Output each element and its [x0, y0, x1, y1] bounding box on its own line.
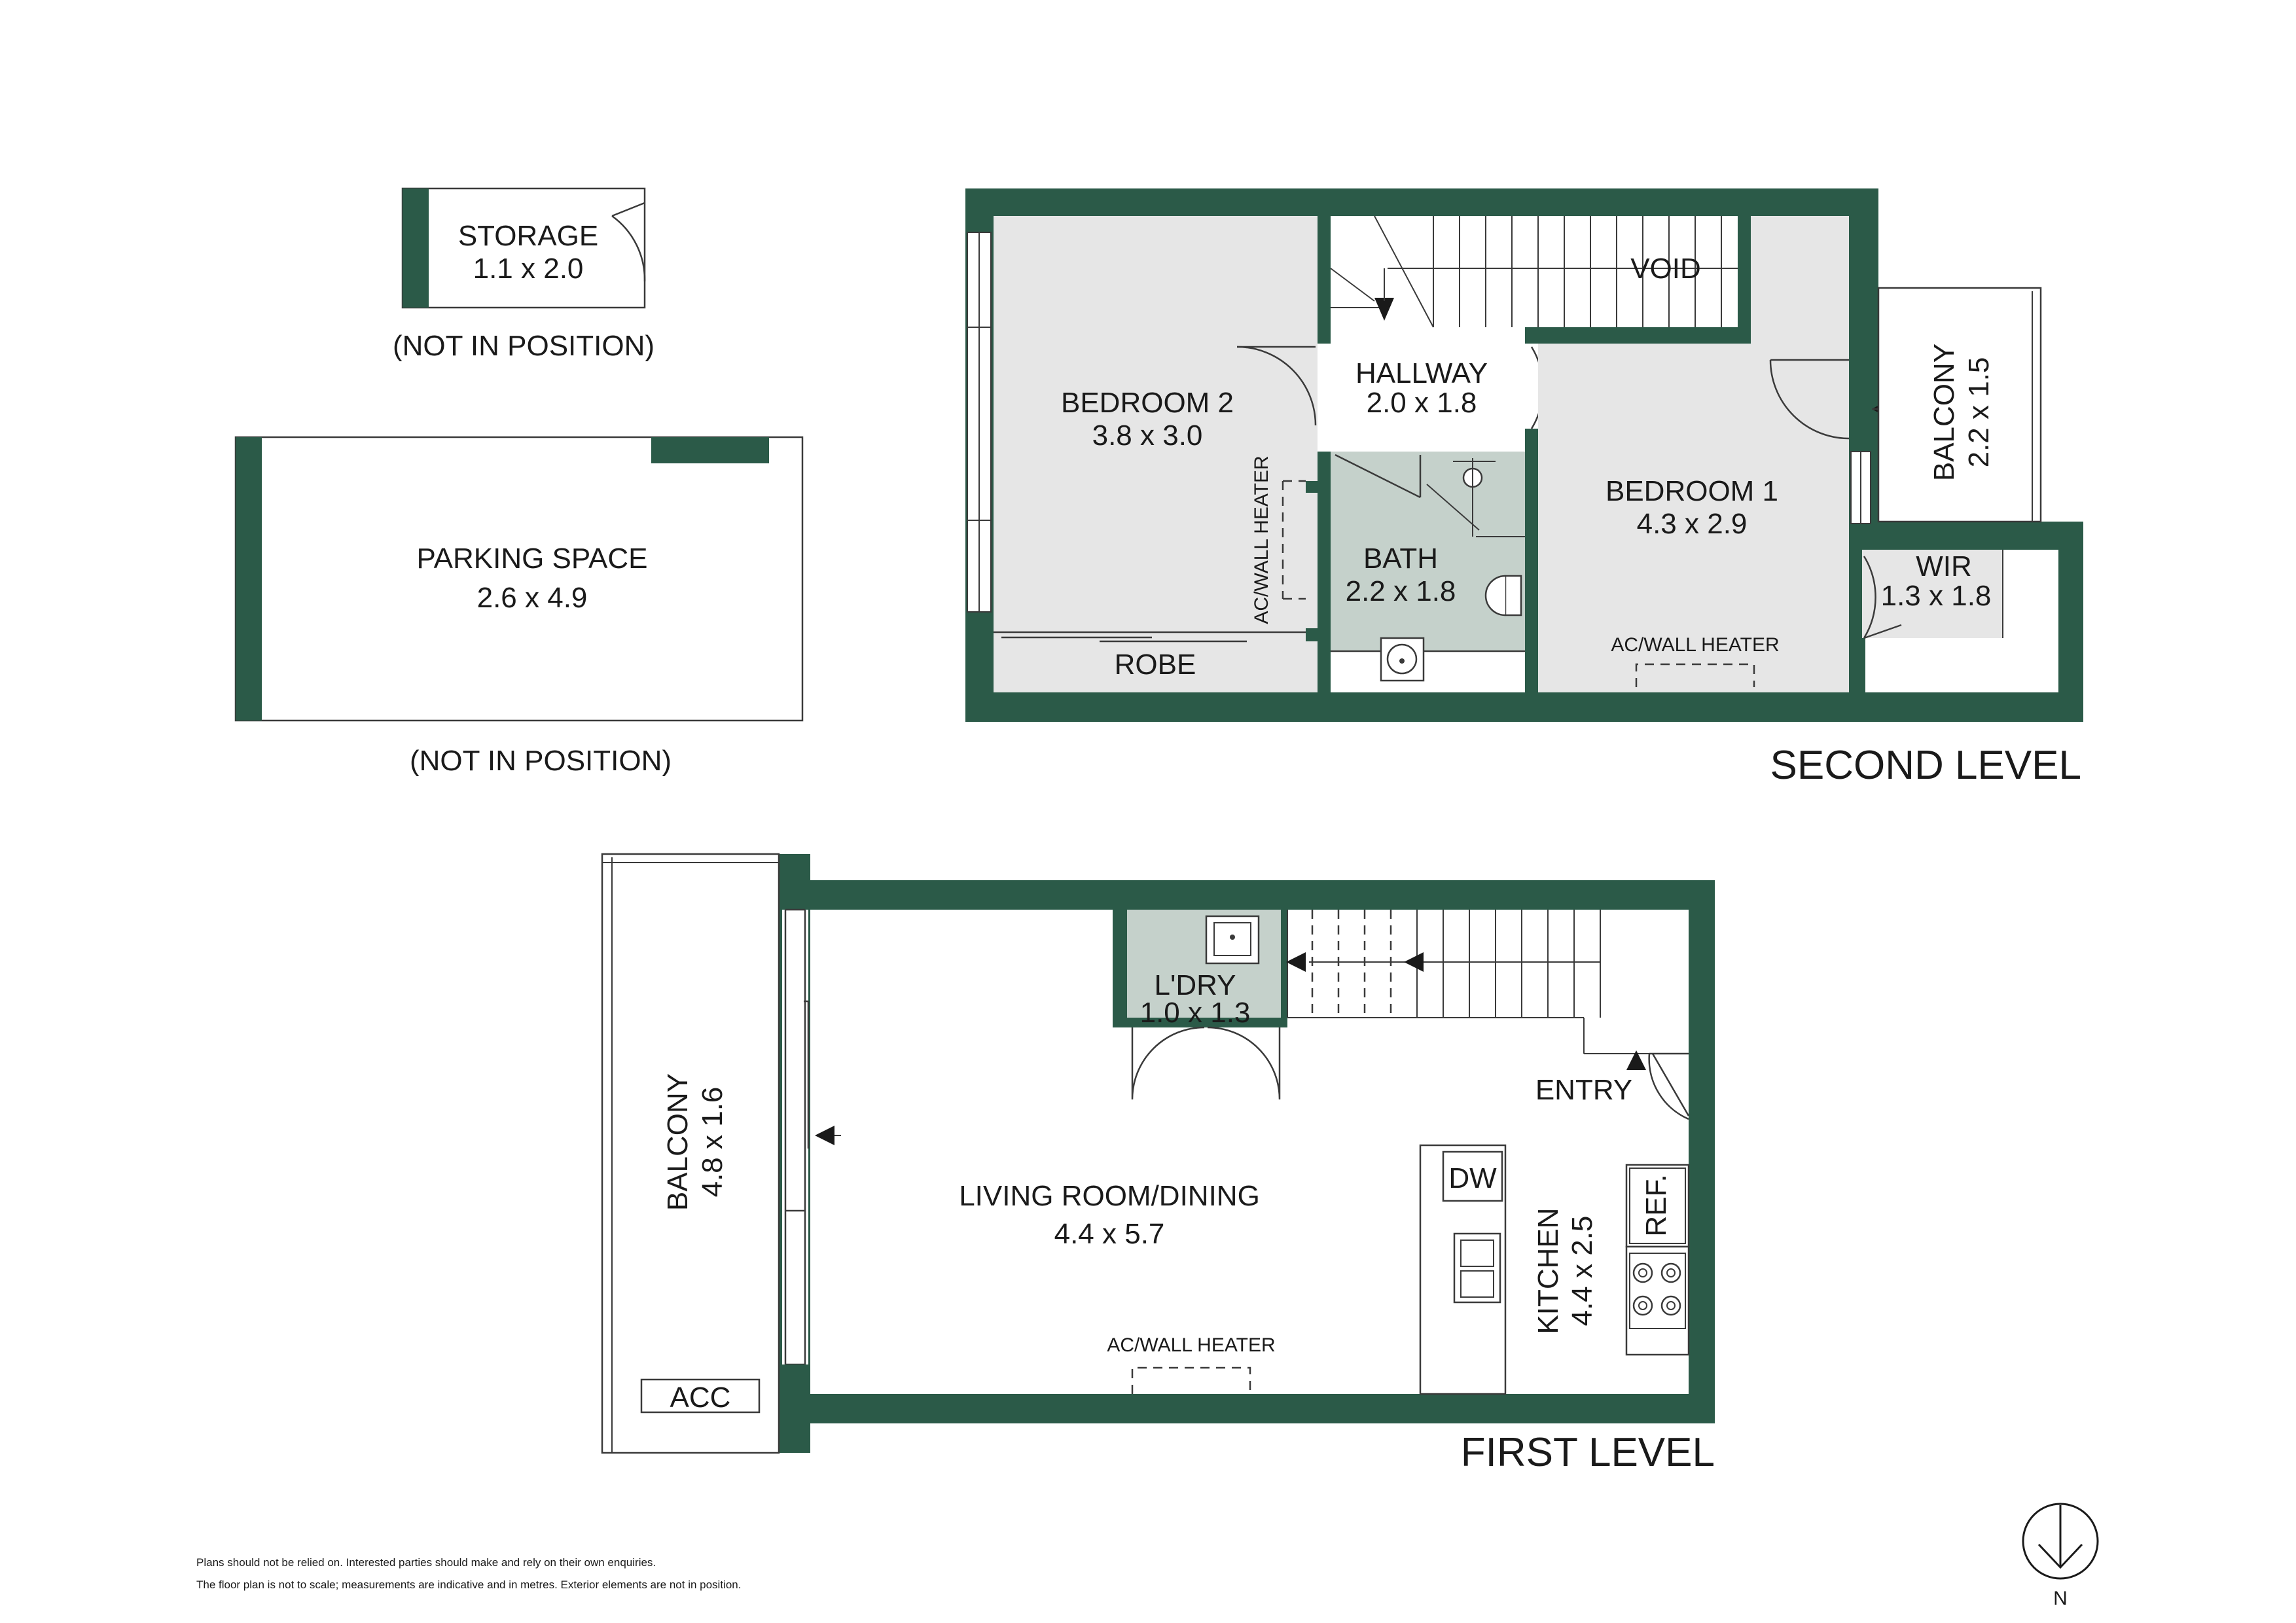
wir-size: 1.3 x 1.8	[1881, 580, 1992, 612]
living-name: LIVING ROOM/DINING	[959, 1180, 1260, 1212]
bedroom-2-floor	[994, 216, 1318, 692]
ac-condenser-unit: ACC	[640, 1378, 761, 1414]
upper-balcony-name: BALCONY	[1928, 344, 1960, 481]
first-level-plan: L'DRY 1.0 x 1.3	[601, 853, 1715, 1454]
robe-floor	[994, 641, 1318, 692]
upper-balcony-size: 2.2 x 1.5	[1963, 357, 1995, 468]
storage-size: 1.1 x 2.0	[473, 253, 584, 285]
bath-name: BATH	[1363, 543, 1438, 575]
lower-stairs	[1286, 910, 1649, 1054]
parking-size: 2.6 x 4.9	[477, 582, 588, 614]
ac-heater-bed2-label: AC/WALL HEATER	[1251, 455, 1272, 624]
dishwasher-label: DW	[1448, 1162, 1497, 1194]
laundry-name: L'DRY	[1155, 969, 1236, 1001]
living-size: 4.4 x 5.7	[1054, 1218, 1165, 1250]
ac-heater-bed1-label: AC/WALL HEATER	[1611, 634, 1779, 656]
laundry-size: 1.0 x 1.3	[1140, 997, 1251, 1029]
acc-label: ACC	[670, 1382, 731, 1414]
compass-north-label: N	[2053, 1588, 2068, 1609]
lower-balcony-name: BALCONY	[662, 1073, 694, 1211]
kitchen-sink-icon	[1453, 1232, 1501, 1304]
storage-name: STORAGE	[458, 220, 598, 252]
parking-name: PARKING SPACE	[417, 543, 648, 575]
disclaimer-line-2: The floor plan is not to scale; measurem…	[196, 1578, 741, 1591]
storage-room: STORAGE 1.1 x 2.0	[401, 187, 646, 309]
hallway-size: 2.0 x 1.8	[1367, 387, 1477, 419]
kitchen-size: 4.4 x 2.5	[1566, 1216, 1598, 1327]
parking-note: (NOT IN POSITION)	[410, 745, 672, 777]
second-level-plan: VOID HALLWAY 2.0 x 1.8	[965, 188, 2083, 722]
refrigerator: REF.	[1625, 1164, 1690, 1248]
second-level-title: SECOND LEVEL	[1770, 743, 2081, 788]
void-label: VOID	[1630, 253, 1701, 285]
bedroom-1-size: 4.3 x 2.9	[1637, 508, 1748, 540]
bedroom-1-name: BEDROOM 1	[1605, 475, 1778, 507]
bedroom-1-floor	[1538, 344, 1849, 692]
toilet-icon	[1484, 575, 1522, 616]
hallway-name: HALLWAY	[1355, 357, 1488, 389]
kitchen-name: KITCHEN	[1532, 1207, 1564, 1334]
parking-space: PARKING SPACE 2.6 x 4.9	[234, 436, 804, 722]
cooktop-icon	[1625, 1245, 1690, 1356]
wir-name: WIR	[1916, 550, 1972, 582]
upper-stairs	[1330, 215, 1738, 328]
robe-label: ROBE	[1115, 649, 1196, 681]
entry-label: ENTRY	[1535, 1074, 1632, 1106]
bedroom-2-name: BEDROOM 2	[1061, 387, 1234, 419]
shower-icon	[1426, 458, 1525, 537]
refrigerator-label: REF.	[1640, 1174, 1672, 1236]
bath-size: 2.2 x 1.8	[1346, 575, 1456, 607]
lower-balcony	[601, 853, 780, 1454]
basin-icon	[1380, 637, 1425, 682]
north-compass-icon	[2022, 1503, 2099, 1580]
laundry-sink-icon	[1205, 915, 1260, 965]
bedroom-2-size: 3.8 x 3.0	[1092, 419, 1203, 452]
storage-note: (NOT IN POSITION)	[393, 330, 655, 362]
lower-balcony-size: 4.8 x 1.6	[696, 1087, 728, 1198]
upper-balcony	[1877, 287, 2042, 523]
disclaimer-line-1: Plans should not be relied on. Intereste…	[196, 1556, 656, 1569]
ac-heater-living-label: AC/WALL HEATER	[1107, 1334, 1275, 1356]
dishwasher: DW	[1442, 1150, 1503, 1202]
first-level-title: FIRST LEVEL	[1461, 1430, 1715, 1475]
